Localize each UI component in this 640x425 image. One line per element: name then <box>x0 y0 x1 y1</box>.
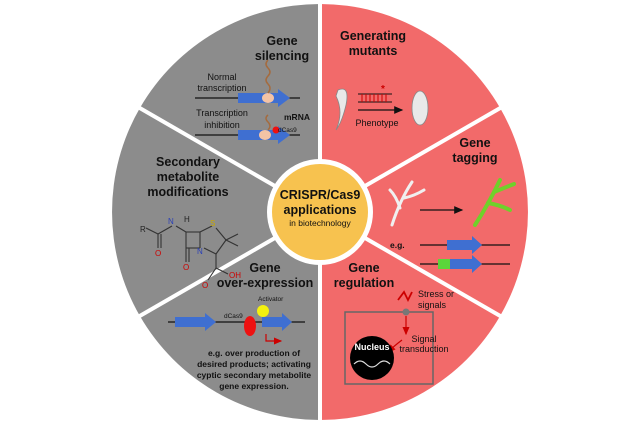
dcas9-label: dCas9 <box>278 127 297 134</box>
gene-silencing-panel: Gene silencing Normal transcription Tran… <box>195 34 310 144</box>
generating-mutants-title-2: mutants <box>349 44 398 58</box>
polymerase-icon <box>259 130 271 140</box>
svg-text:OH: OH <box>229 271 241 280</box>
sector-gene-silencing <box>139 4 320 212</box>
tag-icon <box>438 259 450 269</box>
activator-icon <box>257 305 269 317</box>
tagged-hyphae-icon <box>473 178 516 227</box>
polymerase-icon <box>262 93 274 103</box>
svg-text:R: R <box>140 225 146 234</box>
mrna-strand-icon <box>265 114 271 131</box>
nucleus-label: Nucleus <box>354 342 389 352</box>
svg-text:N: N <box>168 217 174 226</box>
center-hub: CRISPR/Cas9 applications in biotechnolog… <box>267 159 373 265</box>
overexpression-desc-2: desired products; activating <box>197 359 311 369</box>
inhibition-label-1: Transcription <box>196 108 248 118</box>
svg-text:*: * <box>381 84 385 95</box>
activator-label: Activator <box>258 296 284 303</box>
metabolite-title-3: modifications <box>147 185 228 199</box>
chromatin-icon <box>353 360 391 368</box>
wildtype-cell-icon <box>335 88 348 131</box>
svg-text:H: H <box>184 215 190 224</box>
inhibition-label-2: inhibition <box>204 120 240 130</box>
overexpression-desc-4: gene expression. <box>219 381 288 391</box>
gene-regulation-title-1: Gene <box>348 261 379 275</box>
center-subtitle: applications <box>284 203 357 217</box>
signal-label-1: Signal <box>411 334 436 344</box>
center-title: CRISPR/Cas9 <box>280 188 361 202</box>
secondary-metabolite-panel: Secondary metabolite modifications <box>140 155 241 290</box>
cell-boundary <box>344 311 434 385</box>
gene-arrow-icon <box>262 313 292 331</box>
mutant-cell-icon <box>411 90 429 126</box>
overexpression-desc-3: cyptic secondary metabolite <box>197 370 312 380</box>
overexpression-title-1: Gene <box>249 261 280 275</box>
gene-regulation-title-2: regulation <box>334 276 394 290</box>
svg-text:N: N <box>197 247 203 256</box>
overexpression-title-2: over-expression <box>217 276 314 290</box>
tagging-eg-label: e.g. <box>390 240 405 250</box>
gene-arrow-icon <box>175 313 216 331</box>
generating-mutants-title-1: Generating <box>340 29 406 43</box>
gene-tagging-title-2: tagging <box>452 151 497 165</box>
lightning-icon <box>397 290 413 303</box>
gene-regulation-panel: Gene regulation Stress or signals Signal… <box>334 261 454 385</box>
stress-label-1: Stress or <box>418 289 454 299</box>
normal-label-1: Normal <box>207 72 236 82</box>
mrna-label: mRNA <box>284 112 310 122</box>
gene-silencing-title-1: Gene <box>266 34 297 48</box>
svg-text:S: S <box>210 219 215 228</box>
gene-silencing-title-2: silencing <box>255 49 309 63</box>
metabolite-title-1: Secondary <box>156 155 220 169</box>
svg-text:O: O <box>183 263 189 272</box>
overexpression-desc-1: e.g. over production of <box>208 348 300 358</box>
sector-generating-mutants <box>320 4 501 212</box>
dna-target-icon: * <box>358 84 392 103</box>
center-circle <box>272 164 368 260</box>
dcas9-icon <box>244 316 256 336</box>
nucleus-icon <box>350 336 394 380</box>
gene-tagging-panel: Gene tagging e.g. <box>388 136 516 273</box>
sector-secondary-metabolite <box>112 108 320 316</box>
stress-label-2: signals <box>418 300 447 310</box>
center-caption: in biotechnology <box>289 218 351 228</box>
svg-text:O: O <box>202 281 208 290</box>
gene-arrow-icon <box>450 255 482 273</box>
gene-tagging-title-1: Gene <box>459 136 490 150</box>
metabolite-title-2: metabolite <box>157 170 220 184</box>
mrna-strand-icon <box>265 59 271 94</box>
phenotype-label: Phenotype <box>355 118 398 128</box>
receptor-icon <box>402 308 410 316</box>
generating-mutants-panel: Generating mutants * Phenotype <box>335 29 429 131</box>
normal-label-2: transcription <box>197 83 246 93</box>
dcas9-icon <box>272 126 280 134</box>
gene-arrow-icon <box>447 236 482 254</box>
gene-overexpression-panel: Gene over-expression dCas9 Activator e.g… <box>168 261 313 391</box>
overexpression-dcas9-label: dCas9 <box>224 313 243 320</box>
sector-gene-overexpression <box>139 212 320 420</box>
penicillin-structure-icon: R N H S N O O O OH <box>140 215 241 290</box>
svg-text:O: O <box>155 249 161 258</box>
signal-label-2: transduction <box>399 344 448 354</box>
hyphae-icon <box>388 180 426 227</box>
